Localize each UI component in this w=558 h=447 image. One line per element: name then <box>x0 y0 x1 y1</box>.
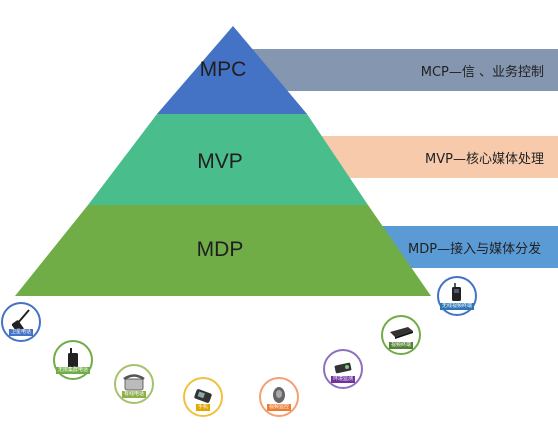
device-environment-sensor: 环境监测 <box>323 349 363 389</box>
device-label: 手机 <box>195 404 211 411</box>
mvp-description-text: MVP—核心媒体处理 <box>425 151 544 167</box>
mobile-phone-icon <box>194 389 212 403</box>
surveillance-camera-icon <box>273 387 285 403</box>
desk-phone-icon <box>123 374 145 391</box>
device-label: 视频监控 <box>266 404 292 411</box>
tier-label-mvp: MVP <box>197 150 243 173</box>
device-label: 有线电话 <box>121 391 147 398</box>
sensor-icon <box>334 362 352 374</box>
device-label: 无限集群电话 <box>55 367 91 374</box>
device-satellite-phone: 卫星电话 <box>1 302 41 342</box>
mpc-description-band: MCP—信 、业务控制 <box>244 49 558 91</box>
device-label: 视频终端 <box>388 342 414 349</box>
walkie-talkie-icon <box>68 348 78 368</box>
pyramid-tier-mpc <box>157 26 307 114</box>
device-label: 无线视频终端 <box>439 303 475 310</box>
device-desk-phone: 有线电话 <box>114 364 154 404</box>
pyramid-tier-mdp <box>15 205 431 296</box>
wireless-video-terminal-icon <box>452 283 461 301</box>
device-mobile-phone: 手机 <box>183 377 223 417</box>
mpc-description-text: MCP—信 、业务控制 <box>420 64 544 80</box>
tier-label-mdp: MDP <box>196 238 244 261</box>
pyramid-tier-mvp <box>88 114 368 205</box>
device-video-terminal: 视频终端 <box>381 315 421 355</box>
device-label: 卫星电话 <box>8 329 34 336</box>
device-walkie-talkie: 无限集群电话 <box>53 340 93 380</box>
mdp-description-text: MDP—接入与媒体分发 <box>408 241 542 257</box>
device-label: 环境监测 <box>330 376 356 383</box>
video-terminal-icon <box>390 327 413 339</box>
device-surveillance-camera: 视频监控 <box>259 377 299 417</box>
device-wireless-video-terminal: 无线视频终端 <box>437 276 477 316</box>
tier-label-mpc: MPC <box>199 58 247 81</box>
